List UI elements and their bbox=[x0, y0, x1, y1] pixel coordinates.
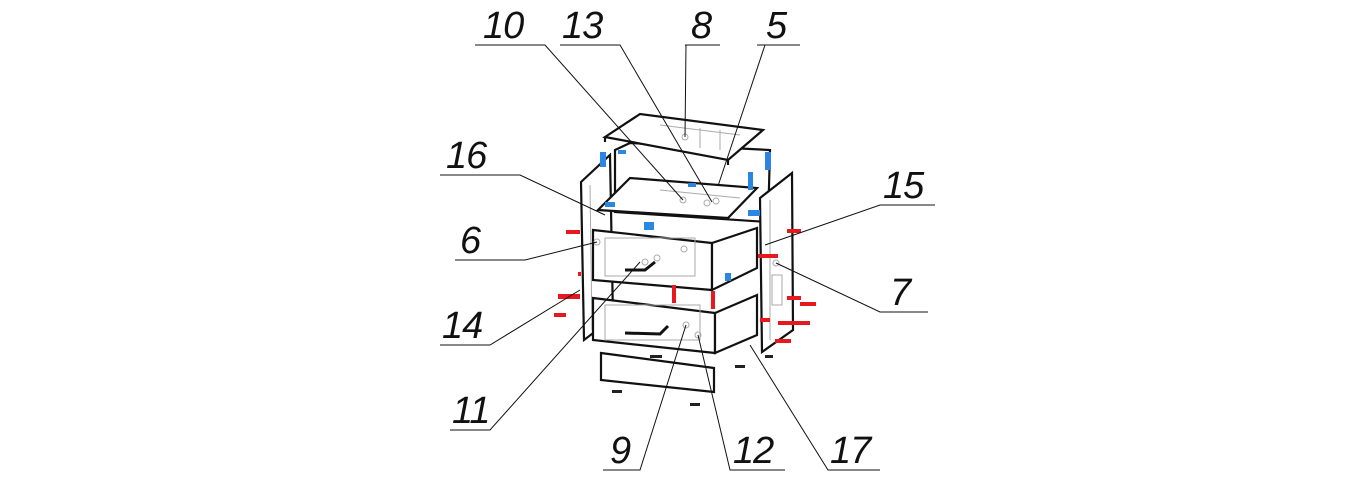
callout-11: 11 bbox=[452, 390, 489, 432]
callout-6: 6 bbox=[460, 220, 482, 262]
upper-drawer-handle bbox=[625, 260, 656, 272]
callout-8: 8 bbox=[691, 5, 712, 47]
right-side-panel bbox=[758, 170, 795, 355]
top-panel bbox=[602, 112, 766, 162]
callout-13: 13 bbox=[562, 5, 603, 47]
callout-15: 15 bbox=[883, 165, 925, 207]
callout-14: 14 bbox=[442, 305, 482, 347]
callout-17: 17 bbox=[830, 430, 873, 472]
shelf-panel bbox=[595, 176, 760, 220]
callout-16: 16 bbox=[446, 135, 488, 177]
callout-leaders bbox=[440, 44, 935, 471]
callout-10: 10 bbox=[483, 5, 524, 47]
lower-drawer-handle bbox=[624, 324, 670, 336]
callout-12: 12 bbox=[733, 430, 774, 472]
upper-drawer-side bbox=[710, 226, 759, 292]
lower-drawer-side bbox=[713, 293, 759, 355]
plinth-panel bbox=[599, 351, 716, 394]
lower-drawer-front bbox=[591, 296, 717, 355]
cabinet-exploded-view bbox=[554, 112, 816, 406]
upper-drawer-front bbox=[591, 228, 714, 292]
callout-5: 5 bbox=[766, 5, 788, 47]
callout-labels: 10 13 8 5 16 6 14 11 15 7 9 12 17 bbox=[442, 5, 926, 472]
blue-fasteners bbox=[600, 150, 771, 281]
callout-7: 7 bbox=[890, 272, 913, 314]
callout-9: 9 bbox=[610, 430, 631, 472]
